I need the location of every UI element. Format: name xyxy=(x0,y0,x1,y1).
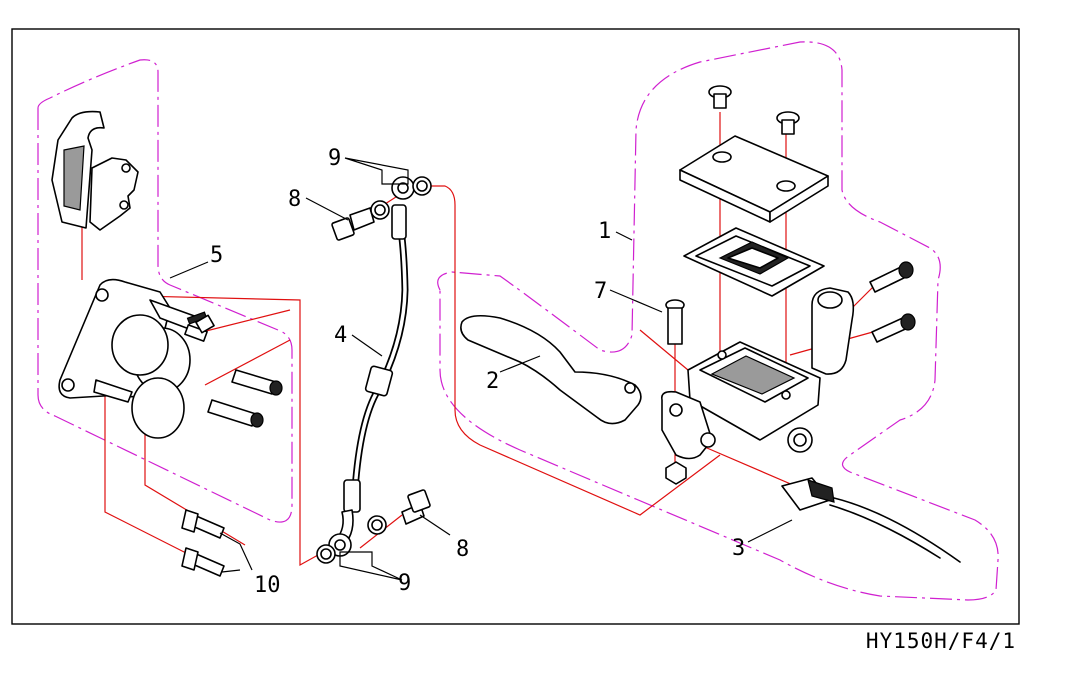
callout-7: 7 xyxy=(594,279,607,304)
callout-8-top: 8 xyxy=(288,187,301,212)
brake-pads xyxy=(51,110,139,231)
cap-screws xyxy=(665,85,800,485)
mounting-bolts xyxy=(181,509,225,577)
caliper-pins xyxy=(207,369,283,428)
drawing-frame xyxy=(11,28,1020,625)
brake-caliper xyxy=(58,278,215,439)
master-cylinder xyxy=(660,341,821,460)
callout-3: 3 xyxy=(732,536,745,561)
callout-8-bottom: 8 xyxy=(456,537,469,562)
brake-switch xyxy=(781,477,961,563)
callout-2: 2 xyxy=(486,369,499,394)
callouts: 1 2 3 4 5 7 8 8 9 9 10 xyxy=(210,146,745,598)
drawing-caption: HY150H/F4/1 xyxy=(866,629,1016,653)
brake-hose xyxy=(328,176,415,557)
callout-1: 1 xyxy=(598,219,611,244)
callout-4: 4 xyxy=(334,323,347,348)
reservoir-cap xyxy=(679,135,829,297)
callout-9-bottom: 9 xyxy=(398,571,411,596)
phantom-outlines xyxy=(37,41,999,601)
leader-lines xyxy=(169,157,793,581)
callout-9-top: 9 xyxy=(328,146,341,171)
callout-10: 10 xyxy=(254,573,281,598)
handlebar-clamp xyxy=(811,261,916,375)
callout-5: 5 xyxy=(210,243,223,268)
banjo-bolts xyxy=(316,176,432,564)
